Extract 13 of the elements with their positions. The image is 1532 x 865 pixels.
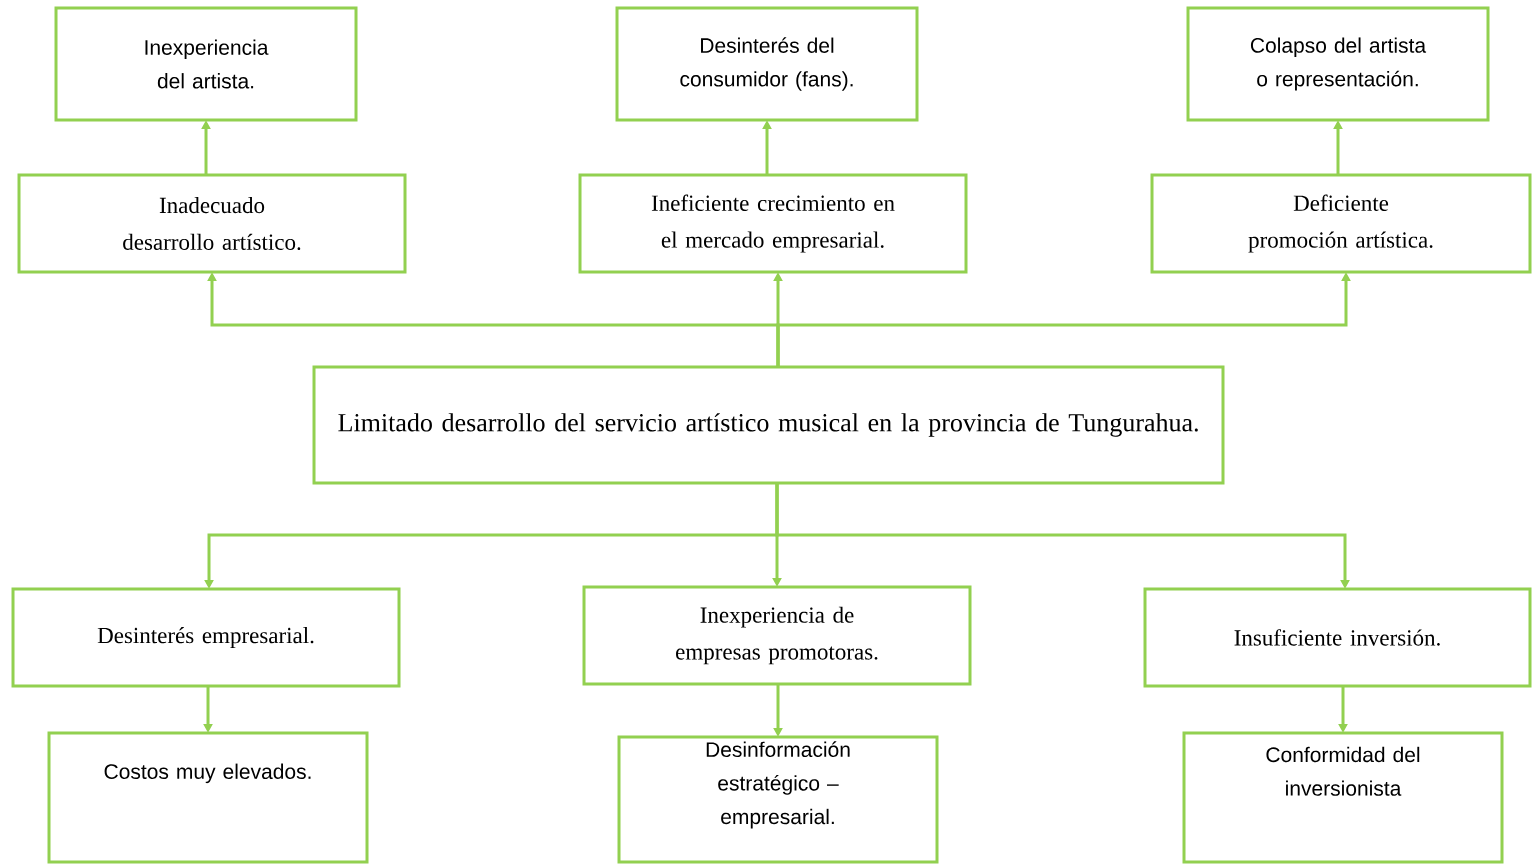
text-box: Inadecuado desarrollo artístico. xyxy=(17,173,407,274)
text-box: Conformidad del inversionista xyxy=(1182,731,1504,864)
text-box: Inexperiencia del artista. xyxy=(54,6,358,122)
text-box: Desinterés del consumidor (fans). xyxy=(615,6,919,122)
text-box: Limitado desarrollo del servicio artístico musical en la provincia de Tungurahua. xyxy=(312,365,1225,485)
text-box: Insuficiente inversión. xyxy=(1143,587,1532,688)
text-box: Inexperiencia de empresas promotoras. xyxy=(582,585,972,686)
text-box: Colapso del artista o representación. xyxy=(1186,6,1490,122)
text-box: Desinterés empresarial. xyxy=(11,587,401,688)
text-box: Deficiente promoción artística. xyxy=(1150,173,1532,274)
text-box: Desinformación estratégico – empresarial. xyxy=(617,735,939,864)
text-box: Costos muy elevados. xyxy=(47,731,369,864)
text-box: Ineficiente crecimiento en el mercado empresarial. xyxy=(578,173,968,274)
